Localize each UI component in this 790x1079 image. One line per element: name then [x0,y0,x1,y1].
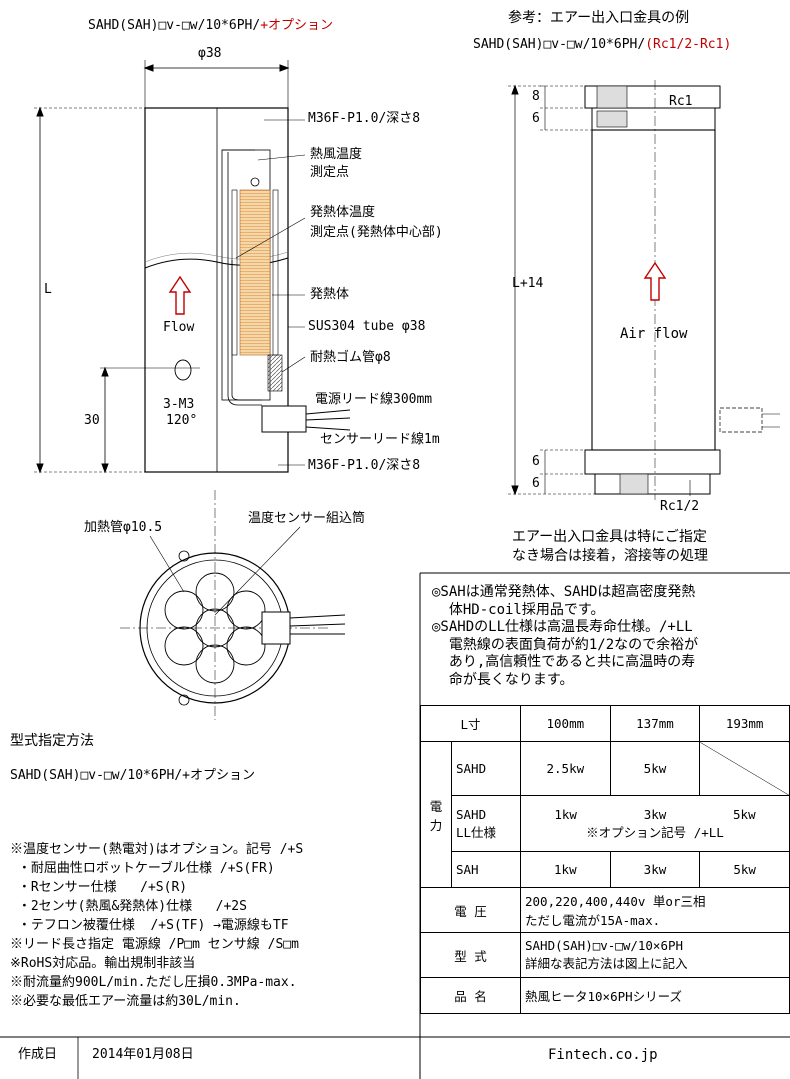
notes-box: ◎SAHは通常発熱体、SAHDは超高密度発熱 体HD-coil採用品です。 ◎S… [432,584,698,689]
product-name: 熱風ヒータ10×6PHシリーズ [520,977,790,1014]
power-value: 1kw [520,851,611,888]
option-line: ・Rセンサー仕様 /+S(R) [10,880,188,895]
option-line: ・2センサ(熱風&発熱体)仕様 /+2S [10,899,247,914]
label-power-lead: 電源リード線300mm [315,392,433,407]
label-thread-top: M36F-P1.0/深さ8 [308,111,421,126]
power-value: 5kw [699,851,790,888]
label-heating-tube: 加熱管φ10.5 [84,520,163,535]
dim-diameter: φ38 [198,46,222,61]
power-value: 5kw [609,741,701,796]
options-list: ※温度センサー(熱電対)はオプション。記号 /+S ・耐屈曲性ロボットケーブル仕… [10,840,303,1011]
note-line: ◎SAHは通常発熱体、SAHDは超高密度発熱 [432,584,696,600]
ref-model: SAHD(SAH)□v-□w/10*6PH/(Rc1/2-Rc1) [473,37,731,53]
airflow-label: Air flow [620,326,688,342]
ll-note: ※オプション記号 /+LL [586,824,724,840]
power-value: 5kw [733,806,756,822]
product-label: 品 名 [420,977,521,1014]
note-line: 命が長くなります。 [432,671,574,688]
model-2: 詳細な表記方法は図上に記入 [525,956,688,971]
dim-length: L [44,282,52,297]
l-value: 193mm [699,705,790,742]
ref-title: 参考：エアー出入口金具の例 [508,10,690,26]
label-heater-temp-2: 測定点(発熱体中心部) [310,225,443,240]
cross-section-view [120,490,346,720]
l-header: L寸 [420,705,521,742]
empty-cell [699,741,790,796]
row-name: SAH [451,851,521,888]
rc1-label: Rc1 [669,94,693,109]
power-value: 1kw [554,806,577,822]
voltage-2: ただし電流が15A-max. [525,913,661,928]
voltage-cell: 200,220,400,440v 単or三相 ただし電流が15A-max. [520,887,790,933]
label-heater: 発熱体 [310,287,350,302]
side-title-option: +オプション [260,18,334,33]
power-label: 電力 [420,741,452,888]
side-title-model: SAHD(SAH)□v-□w/10*6PH/ [88,18,261,33]
ll-cell: 1kw 3kw 5kw ※オプション記号 /+LL [520,795,790,852]
ref-fitting: (Rc1/2-Rc1) [645,37,732,52]
fitting-view [508,80,780,500]
dim-l14: L+14 [512,276,544,291]
label-rubber: 耐熱ゴム管φ8 [310,350,391,365]
option-line: ※RoHS対応品。輸出規制非該当 [10,956,196,971]
dim-30: 30 [84,413,100,428]
note-line: 電熱線の表面負荷が約1/2なので余裕が [432,636,699,653]
model-cell: SAHD(SAH)□v-□w/10×6PH 詳細な表記方法は図上に記入 [520,932,790,978]
l-value: 100mm [520,705,611,742]
voltage-label: 電 圧 [420,887,521,933]
heater-side-view [34,60,351,474]
label-sensor-tube: 温度センサー組込筒 [248,511,366,526]
row-name: SAHD [451,741,521,796]
side-title: SAHD(SAH)□v-□w/10*6PH/+オプション [88,18,333,34]
power-value: 2.5kw [520,741,611,796]
power-value: 3kw [643,806,667,822]
dim-6c: 6 [532,476,540,491]
label-thread-bottom: M36F-P1.0/深さ8 [308,458,421,473]
option-line: ※温度センサー(熱電対)はオプション。記号 /+S [10,842,304,857]
option-line: ※必要な最低エアー流量は約30L/min. [10,994,241,1009]
ll-values: 1kw 3kw 5kw [521,807,789,822]
model-spec-model: SAHD(SAH)□v-□w/10*6PH/+オプション [10,768,256,783]
power-value: 3kw [609,851,701,888]
spec-table: L寸 100mm 137mm 193mm 電力 SAHD 2.5kw 5kw S… [420,705,790,1014]
option-line: ※リード長さ指定 電源線 /P□m センサ線 /S□m [10,937,299,952]
note-line: 体HD-coil採用品です。 [432,601,605,618]
option-line: ・耐屈曲性ロボットケーブル仕様 /+S(FR) [10,861,275,876]
row-name: SAHD LL仕様 [451,795,521,852]
note-line: ◎SAHDのLL仕様は高温長寿命仕様。/+LL [432,619,693,635]
model-1: SAHD(SAH)□v-□w/10×6PH [525,938,684,953]
flow-label: Flow [163,320,195,335]
m3-label: 3-M3 [163,397,195,412]
l-value: 137mm [609,705,701,742]
fitting-note-1: エアー出入口金具は特にご指定 [512,529,707,545]
date-value: 2014年01月08日 [92,1047,194,1062]
dim-8: 8 [532,89,540,104]
fitting-note-2: なき場合は接着，溶接等の処理 [512,548,708,564]
rc12-label: Rc1/2 [660,499,700,514]
dim-6a: 6 [532,111,540,126]
ref-model-text: SAHD(SAH)□v-□w/10*6PH/ [473,37,646,52]
angle-label: 120° [166,413,198,428]
dim-6b: 6 [532,454,540,469]
date-label: 作成日 [18,1047,58,1062]
label-heater-temp-1: 発熱体温度 [310,205,376,220]
label-hot-air-2: 測定点 [310,165,350,180]
model-label: 型 式 [420,932,521,978]
voltage-1: 200,220,400,440v 単or三相 [525,894,706,909]
option-line: ・テフロン被覆仕様 /+S(TF) →電源線もTF [10,918,289,933]
label-sensor-lead: センサーリード線1m [320,432,440,447]
label-hot-air-1: 熱風温度 [310,147,363,162]
option-line: ※耐流量約900L/min.ただし圧損0.3MPa-max. [10,975,297,990]
model-spec-heading: 型式指定方法 [10,733,94,749]
company-name: Fintech.co.jp [548,1047,658,1063]
note-line: あり,高信頼性であると共に高温時の寿 [432,654,696,670]
label-tube: SUS304 tube φ38 [308,319,426,334]
